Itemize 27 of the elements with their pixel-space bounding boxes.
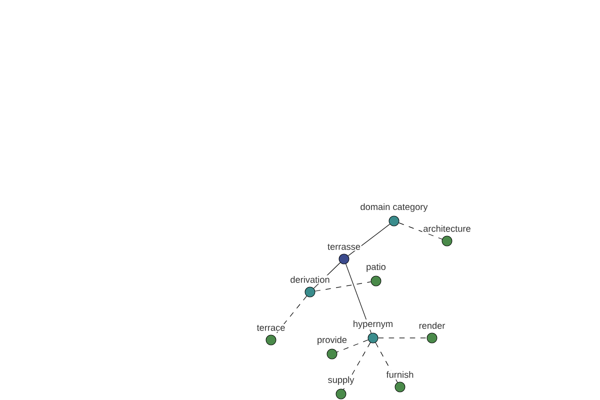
connector-line xyxy=(398,222,442,240)
node-circle xyxy=(266,334,276,346)
node-label: derivation xyxy=(289,275,331,284)
node-circle xyxy=(370,276,382,286)
connector-line xyxy=(314,282,372,292)
node-label: architecture xyxy=(422,224,472,233)
connector-line xyxy=(336,340,368,352)
node-label: furnish xyxy=(385,370,415,379)
node-circle xyxy=(304,286,316,298)
node-label: provide xyxy=(316,335,348,346)
node-label: render xyxy=(418,321,446,330)
node-label: terrace xyxy=(256,324,286,332)
node-circle xyxy=(388,216,400,226)
node-circle xyxy=(394,382,406,392)
node-circle xyxy=(338,254,350,264)
connector-line xyxy=(274,296,307,336)
node-label: terrasse xyxy=(326,242,362,251)
node-label: supply xyxy=(326,375,356,386)
node-circle xyxy=(426,332,438,344)
connector-line xyxy=(375,342,398,383)
node-circle xyxy=(442,236,452,246)
node-circle xyxy=(368,332,378,344)
node-label: patio xyxy=(365,262,387,273)
node-label: domain category xyxy=(359,202,429,213)
node-circle xyxy=(336,388,346,400)
node-label: hypernym xyxy=(352,319,394,330)
node-circle xyxy=(326,348,338,360)
